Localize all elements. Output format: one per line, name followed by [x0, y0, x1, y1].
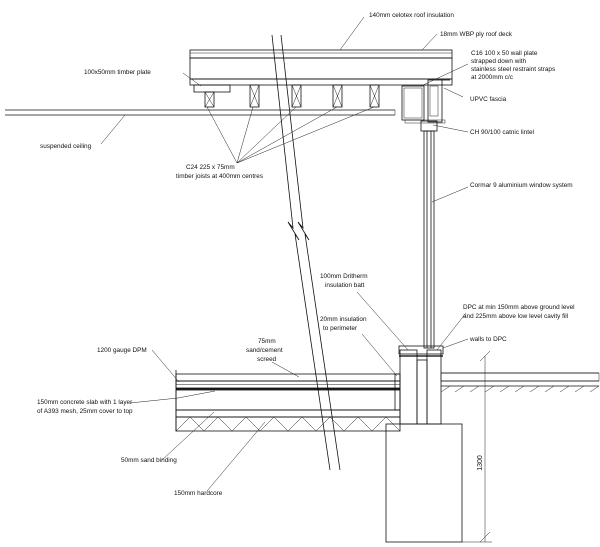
leader-lines — [100, 16, 469, 492]
label-window-system: Cormar 9 aluminium window system — [470, 182, 573, 189]
label-catnic-lintel: CH 90/100 catnic lintel — [470, 129, 534, 136]
aluminium-window — [423, 130, 435, 349]
label-screed-1: 75mm — [258, 338, 276, 345]
label-wall-plate-1: C16 100 x 50 wall plate — [471, 50, 538, 57]
roof-insulation-layer — [189, 57, 453, 80]
label-suspended-ceiling: suspended ceiling — [40, 143, 92, 150]
label-sand-binding: 50mm sand binding — [121, 457, 177, 464]
label-screed-2: sand/cement — [246, 347, 283, 354]
break-line — [271, 34, 341, 471]
concrete-slab — [175, 389, 401, 411]
upvc-fascia — [427, 79, 450, 123]
timber-plate — [193, 84, 231, 93]
foundation-dimension: 1300 — [462, 350, 492, 543]
outer-leaf — [426, 349, 442, 425]
label-hardcore: 150mm hardcore — [174, 490, 223, 497]
screed-layer — [175, 373, 401, 382]
cavity-wall — [398, 345, 444, 425]
window-sill — [398, 345, 444, 355]
label-wall-plate-3: stainless steel restraint straps — [471, 66, 555, 73]
label-screed-3: screed — [257, 356, 277, 363]
catnic-lintel — [420, 120, 438, 132]
label-upvc-fascia: UPVC fascia — [470, 96, 507, 103]
label-dpm: 1200 gauge DPM — [97, 347, 147, 354]
roof-joist-zone — [189, 78, 453, 86]
label-perimeter-1: 20mm insulation — [320, 316, 367, 323]
label-timber-plate: 100x50mm timber plate — [84, 69, 151, 76]
label-dritherm-1: 100mm Dritherm — [320, 273, 368, 280]
joist-blocks — [204, 84, 380, 108]
wall-plate — [401, 85, 425, 121]
strip-foundation — [385, 423, 463, 543]
label-joists-2: timber joists at 400mm centres — [176, 173, 263, 180]
label-slab-2: of A393 mesh, 25mm cover to top — [37, 408, 133, 415]
label-slab-1: 150mm concrete slab with 1 layer — [37, 399, 133, 406]
roof-deck — [189, 49, 453, 59]
suspended-ceiling — [5, 109, 396, 116]
label-dpc-1: DPC at min 150mm above ground level — [463, 304, 575, 311]
label-perimeter-2: to perimeter — [323, 325, 358, 332]
dimension-1300: 1300 — [477, 455, 484, 471]
label-dpc-2: and 225mm above low level cavity fill — [463, 313, 568, 320]
soffit — [404, 119, 446, 124]
label-joists-1: C24 225 x 75mm — [186, 164, 235, 171]
label-wall-plate-4: at 2000mm c/c — [471, 74, 514, 81]
inner-leaf — [399, 349, 418, 425]
ground-floor-build-up — [175, 370, 401, 432]
perimeter-insulation — [394, 373, 401, 411]
label-roof-deck: 18mm WBP ply roof deck — [440, 31, 513, 38]
external-ground — [440, 372, 600, 393]
cavity-insulation — [416, 359, 428, 425]
hardcore-layer — [175, 416, 401, 432]
annotation-labels: 140mm celotex roof insulation 18mm WBP p… — [37, 12, 575, 497]
label-wall-plate-2: strapped down with — [471, 58, 527, 65]
roof-assembly — [189, 49, 453, 132]
label-walls-dpc: walls to DPC — [469, 336, 507, 343]
label-roof-insulation: 140mm celotex roof insulation — [369, 12, 454, 19]
label-dritherm-2: insulation batt — [325, 282, 365, 289]
